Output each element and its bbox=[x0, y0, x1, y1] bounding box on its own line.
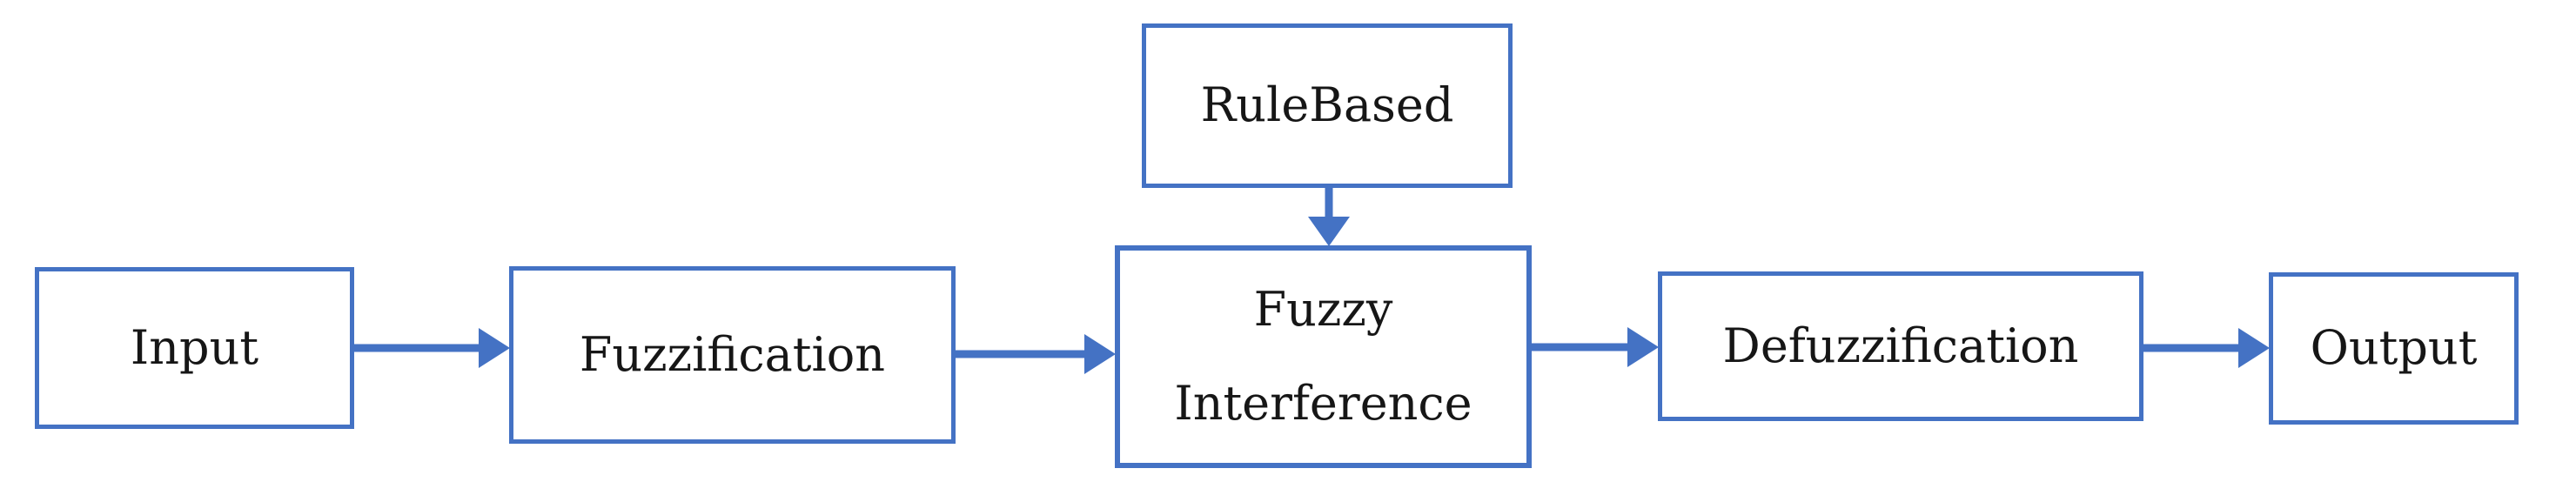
arrow-fuzzy-interference-to-defuzzification-icon bbox=[1531, 327, 1659, 367]
node-fuzzification-label: Fuzzification bbox=[579, 326, 886, 382]
arrow-head bbox=[1084, 334, 1116, 374]
node-fuzzification: Fuzzification bbox=[509, 266, 956, 444]
arrow-shaft bbox=[2143, 344, 2242, 352]
arrow-fuzzification-to-fuzzy-interference-icon bbox=[955, 334, 1116, 374]
node-fuzzy-interference: Fuzzy Interference bbox=[1115, 245, 1532, 468]
arrow-rulebased-to-fuzzy-interference-icon bbox=[1308, 187, 1350, 246]
node-defuzzification: Defuzzification bbox=[1658, 271, 2143, 421]
arrow-head bbox=[479, 328, 510, 368]
arrow-shaft bbox=[1531, 343, 1631, 351]
arrow-input-to-fuzzification-icon bbox=[353, 328, 510, 368]
arrow-head bbox=[1627, 327, 1659, 367]
arrow-head bbox=[1308, 217, 1350, 246]
arrow-shaft bbox=[955, 350, 1088, 358]
node-input-label: Input bbox=[130, 319, 259, 375]
arrow-head bbox=[2238, 328, 2270, 368]
node-defuzzification-label: Defuzzification bbox=[1722, 318, 2079, 373]
node-rulebased-label: RuleBased bbox=[1200, 77, 1454, 133]
node-output: Output bbox=[2269, 272, 2519, 425]
arrow-shaft bbox=[353, 344, 482, 352]
node-output-label: Output bbox=[2310, 320, 2478, 376]
arrow-defuzzification-to-output-icon bbox=[2143, 328, 2270, 368]
node-input: Input bbox=[35, 267, 354, 429]
node-fuzzy-interference-label: Fuzzy Interference bbox=[1174, 282, 1472, 431]
arrow-shaft bbox=[1325, 187, 1333, 222]
node-rulebased: RuleBased bbox=[1142, 23, 1513, 188]
